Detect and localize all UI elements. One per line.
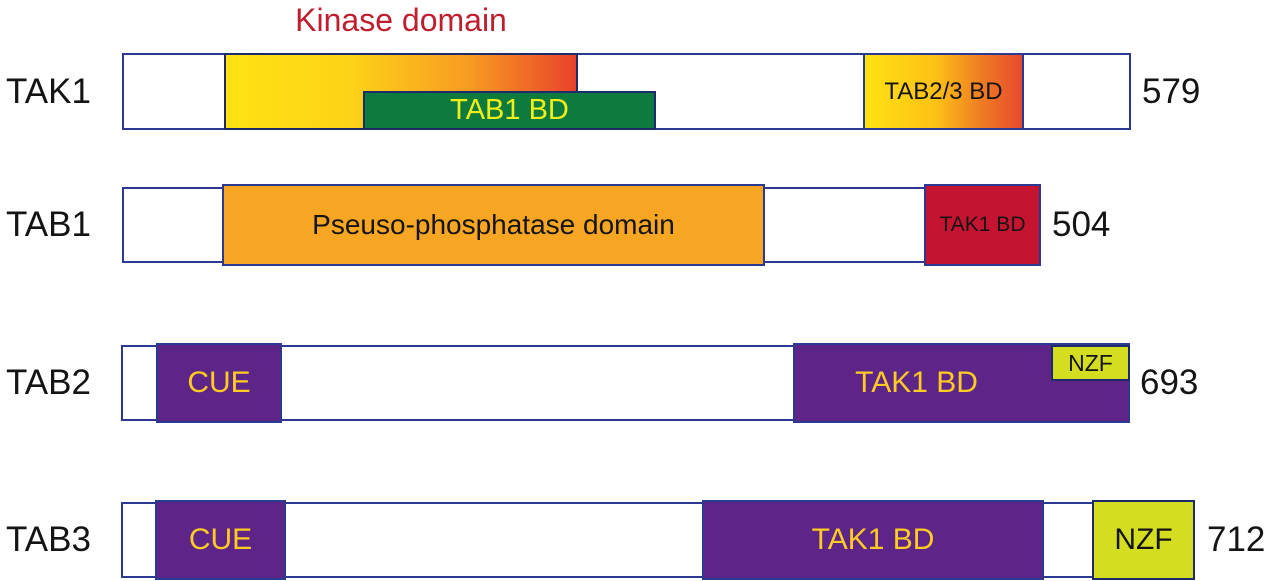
domain-tak1-bd-tab1: TAK1 BD — [924, 184, 1041, 266]
length-tak1: 579 — [1142, 72, 1201, 111]
domain-tab1-bd: TAB1 BD — [363, 91, 656, 130]
domain-nzf-tab3: NZF — [1092, 500, 1195, 580]
protein-name-tak1: TAK1 — [6, 72, 91, 111]
domain-cue-tab2: CUE — [156, 343, 282, 423]
length-tab1: 504 — [1052, 205, 1111, 244]
domain-tak1-bd-tab3: TAK1 BD — [702, 500, 1044, 580]
protein-name-tab1: TAB1 — [6, 205, 91, 244]
domain-nzf-tab2: NZF — [1051, 345, 1130, 381]
domain-pseudophosphatase: Pseuso-phosphatase domain — [222, 184, 765, 266]
domain-tab23-bd: TAB2/3 BD — [863, 53, 1024, 130]
length-tab3: 712 — [1207, 520, 1266, 559]
kinase-domain-annotation: Kinase domain — [295, 2, 507, 38]
protein-name-tab3: TAB3 — [6, 520, 91, 559]
protein-name-tab2: TAB2 — [6, 363, 91, 402]
domain-cue-tab3: CUE — [155, 500, 286, 580]
length-tab2: 693 — [1140, 363, 1199, 402]
